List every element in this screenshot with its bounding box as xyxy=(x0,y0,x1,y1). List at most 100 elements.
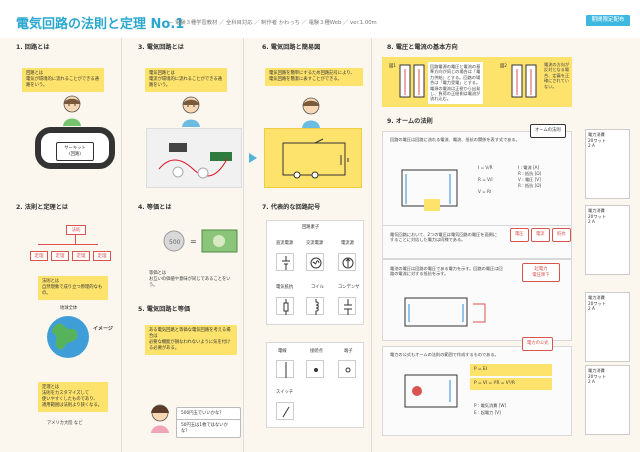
symbol-label: 電気抵抗 xyxy=(276,285,294,290)
girl-icon xyxy=(151,404,169,433)
theorem-bus xyxy=(38,244,98,245)
side-card-value: 2 A xyxy=(588,379,595,384)
wire-icon xyxy=(276,360,294,378)
dc-source-icon xyxy=(276,253,294,271)
svg-text:=: = xyxy=(190,237,197,246)
money-icon: 500 = xyxy=(163,229,238,253)
section-5-heading: 5. 電気回路と等価 xyxy=(138,306,191,313)
svg-text:500: 500 xyxy=(169,239,181,246)
power-formula-2: P = VI = I²R = V²/R xyxy=(470,378,552,390)
earth-label: 地球全体 xyxy=(60,306,78,311)
section-3-heading: 3. 電気回路とは xyxy=(138,44,184,51)
column-2 xyxy=(122,38,244,452)
page-title: 電気回路の法則と定理 No.1 xyxy=(16,17,185,32)
boy-icon xyxy=(63,95,81,126)
ohm-circuit-1 xyxy=(401,169,458,211)
experiment-photo xyxy=(146,128,242,188)
s4-note: 等価とは お互いの価値や意味が同じであることをいう。 xyxy=(145,268,237,292)
symbol-label: スイッチ xyxy=(276,390,294,395)
s6-note: 電気回路を簡単にするため回路記号により、電気回路を簡潔に表すことができる。 xyxy=(265,68,363,86)
side-card-value: 2 A xyxy=(588,306,595,311)
theorem-box: 定理 xyxy=(51,251,69,261)
header: 電気回路の法則と定理 No.1 ― 電験３種学習教材 ／ 全科目対応 ／ 制作者… xyxy=(0,0,640,38)
side-card-title: 電力消費 20ワット xyxy=(588,208,606,219)
section-6-heading: 6. 電気回路と簡易図 xyxy=(262,44,321,51)
source-load-fig1 xyxy=(399,64,425,98)
s5-note: ある電気回路と等価な電気回路を考える場合は 必要な機能が損なわれないように気を付… xyxy=(145,325,237,355)
symbol-label: コンデンサ xyxy=(338,285,360,290)
emf-callout: 起電力 電圧降下 xyxy=(522,263,560,283)
ohm-card-4-text: 電力の公式もオームの法則の範囲で作成するものである。 xyxy=(390,352,499,357)
symbol-label: 電線 xyxy=(278,349,287,354)
column-3 xyxy=(244,38,372,452)
symbol-label: 端子 xyxy=(344,349,353,354)
section-9-heading: 9. オームの法則 xyxy=(387,118,433,125)
arrow-right-icon xyxy=(249,153,257,163)
header-meta: ― 電験３種学習教材 ／ 全科目対応 ／ 制作者 かわっち ／ 電験３種Web … xyxy=(168,20,377,26)
section-2-heading: 2. 法則と定理とは xyxy=(16,204,69,211)
source-load-fig2 xyxy=(511,64,537,98)
ohm-formula: R = V/I xyxy=(478,177,493,182)
figure-label: 図1 xyxy=(389,64,397,69)
theorem-box: 定理 xyxy=(72,251,90,261)
coil-icon xyxy=(306,297,324,315)
symbol-label: コイル xyxy=(311,285,324,290)
terminal-icon xyxy=(338,360,356,378)
symbol-label: 交流電源 xyxy=(306,241,324,246)
theorem-box: 定理 xyxy=(93,251,111,261)
ac-source-icon xyxy=(306,253,324,271)
section-4-heading: 4. 等価とは xyxy=(138,204,172,211)
symbol-label: 接続点 xyxy=(310,349,323,354)
side-card-value: 2 A xyxy=(588,219,595,224)
power-legend: E : 起電力 [V] xyxy=(474,410,501,415)
limited-badge: 期間限定配布 xyxy=(586,15,630,26)
ohm-card-1-text: 回路の電圧は回路に流れる電流、電流、抵抗の関係を表す式である。 xyxy=(390,137,520,142)
s2-note-law: 法則とは 自然現象で成り立つ原理的なもの。 xyxy=(38,276,108,300)
symbol-label: 直流電源 xyxy=(276,241,294,246)
ohm-legend: I : 電流 [A] xyxy=(518,165,540,170)
ohm-legend: R : 抵抗 [Ω] xyxy=(518,183,542,188)
s2-note-theorem: 定理とは 法則をカスタマイズして 使いやすくしたものであり、 適用範囲は法則より… xyxy=(38,382,108,412)
side-card-title: 電力消費 20ワット xyxy=(588,295,606,306)
switch-icon xyxy=(276,402,294,420)
figure-label: 図2 xyxy=(500,64,508,69)
boy-icon xyxy=(302,97,320,128)
capacitor-icon xyxy=(338,297,356,315)
callout-resistance: 抵抗 xyxy=(552,228,571,242)
column-1 xyxy=(0,38,122,452)
ohm-card-1 xyxy=(382,131,572,227)
circuit-label: サーキット (回路) xyxy=(56,142,94,162)
s8-note2: 電流の方向が反対となる場合、定義を正確にされていない。 xyxy=(544,62,570,89)
ohm-formula: I = V/R xyxy=(478,165,493,170)
resistor-icon xyxy=(276,297,294,315)
s3-note: 電気回路とは 電流が環境的に流れることができる通路をいう。 xyxy=(145,68,227,92)
symbol-group-title: 回路素子 xyxy=(302,225,320,230)
ohm-card-3-text: 電池の電圧は回路の電圧である電力を示す。回路の電圧は回路の電流に対する抵抗を示す… xyxy=(390,266,503,277)
section-1-heading: 1. 回路とは xyxy=(16,44,50,51)
symbol-label: 電流源 xyxy=(341,241,354,246)
s1-note: 回路とは 電気が環境的に流れることができる通路をいう。 xyxy=(22,68,104,92)
current-source-icon xyxy=(338,253,356,271)
law-box: 法則 xyxy=(66,225,86,235)
ohm-card-2-text: 電気回路において、2つの電圧は電気回路の電圧を面倒にすることに対応した電力は同様… xyxy=(390,232,498,243)
circuit-diagram xyxy=(264,128,362,188)
ohm-law-callout: オームの法則 xyxy=(530,124,566,138)
image-label: イメージ xyxy=(93,326,113,332)
law-connector xyxy=(75,235,76,245)
side-card-title: 電力消費 20ワット xyxy=(588,132,606,143)
ohm-legend: R : 抵抗 [Ω] xyxy=(518,171,542,176)
power-legend: P : 電気消費 [W] xyxy=(474,403,507,408)
side-card-value: 2 A xyxy=(588,143,595,148)
s8-note1: 回路電源の電圧と電流の基準方向が同じの場合は「電力供給」とする。回路の場合は「電… xyxy=(428,62,483,104)
side-card-title: 電力消費 20ワット xyxy=(588,368,606,379)
speech-bubble: 50円玉は1枚ではないかな？ xyxy=(176,419,241,439)
theorem-box: 定理 xyxy=(30,251,48,261)
boy-icon xyxy=(182,96,200,127)
section-7-heading: 7. 代表的な回路記号 xyxy=(262,204,321,211)
power-circuit xyxy=(404,374,458,408)
